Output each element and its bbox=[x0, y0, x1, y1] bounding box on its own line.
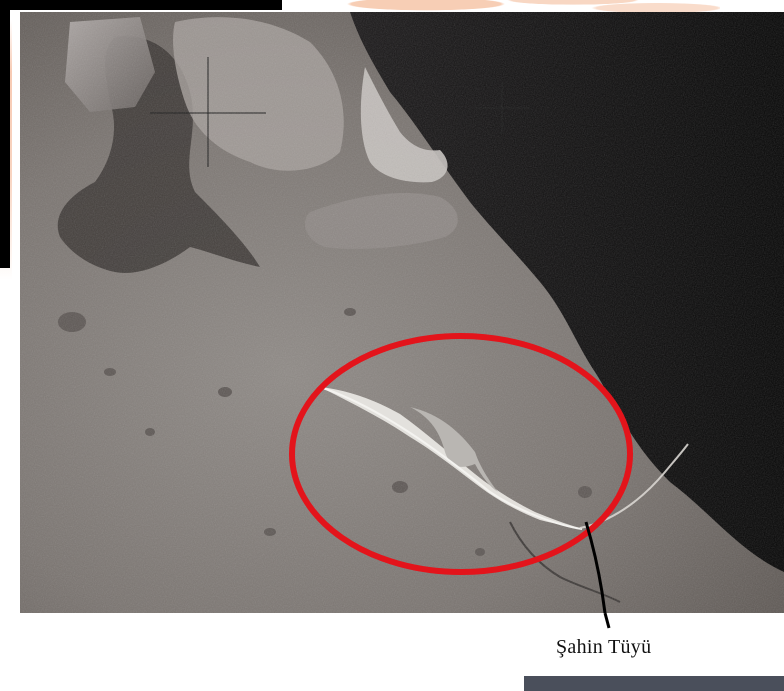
photo-illustration bbox=[20, 12, 784, 613]
feather-caption: Şahin Tüyü bbox=[556, 636, 652, 658]
lunar-surface-photo bbox=[20, 12, 784, 613]
bottom-bar bbox=[524, 676, 784, 691]
red-annotation-circle bbox=[289, 333, 633, 575]
photo-frame-border bbox=[0, 0, 282, 268]
pointer-line bbox=[584, 521, 607, 613]
grain-texture bbox=[20, 12, 784, 613]
